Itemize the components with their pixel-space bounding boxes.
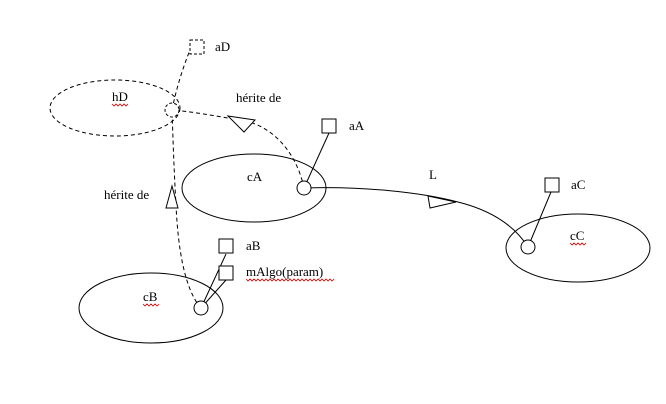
cB-to-aB-line	[200, 253, 227, 309]
cB-anchor-node[interactable]	[193, 300, 209, 316]
class-cB-label: cB	[143, 289, 158, 304]
cB-spell-squiggle	[142, 303, 160, 307]
aD-label: aD	[215, 39, 230, 54]
cA-anchor-node[interactable]	[296, 180, 312, 196]
aC-label: aC	[571, 177, 585, 192]
aD-square[interactable]	[189, 39, 205, 55]
cA-to-aA-line	[303, 132, 330, 189]
link-L-label: L	[429, 167, 437, 182]
aB-label: aB	[246, 238, 261, 253]
mAlgo-square[interactable]	[218, 265, 234, 281]
mAlgo-label: mAlgo(param)	[246, 264, 323, 279]
link-L-arrowhead	[427, 195, 457, 209]
class-cC-ellipse[interactable]	[505, 213, 651, 283]
aC-square[interactable]	[544, 177, 560, 193]
class-cC-label: cC	[570, 228, 584, 243]
hD-to-aD-line	[171, 49, 191, 111]
class-cB-ellipse[interactable]	[78, 272, 224, 344]
hD-spell-squiggle	[111, 103, 129, 107]
inherit-cA-to-hD-arrowhead	[226, 115, 257, 133]
cC-anchor-node[interactable]	[520, 239, 536, 255]
cC-spell-squiggle	[569, 242, 587, 246]
link-L-line	[303, 187, 529, 248]
cC-to-aC-line	[527, 191, 552, 248]
inherit-top-label: hérite de	[236, 90, 281, 105]
aB-square[interactable]	[218, 238, 234, 254]
class-hD-label: hD	[112, 89, 128, 104]
class-hD-ellipse[interactable]	[49, 79, 181, 137]
aA-square[interactable]	[321, 118, 337, 134]
class-cA-label: cA	[247, 169, 263, 184]
hD-anchor-node[interactable]	[164, 102, 180, 118]
inherit-left-label: hérite de	[104, 187, 149, 202]
inherit-cB-to-hD-arrowhead	[165, 184, 179, 209]
aA-label: aA	[349, 118, 365, 133]
mAlgo-spell-squiggle	[245, 278, 335, 282]
